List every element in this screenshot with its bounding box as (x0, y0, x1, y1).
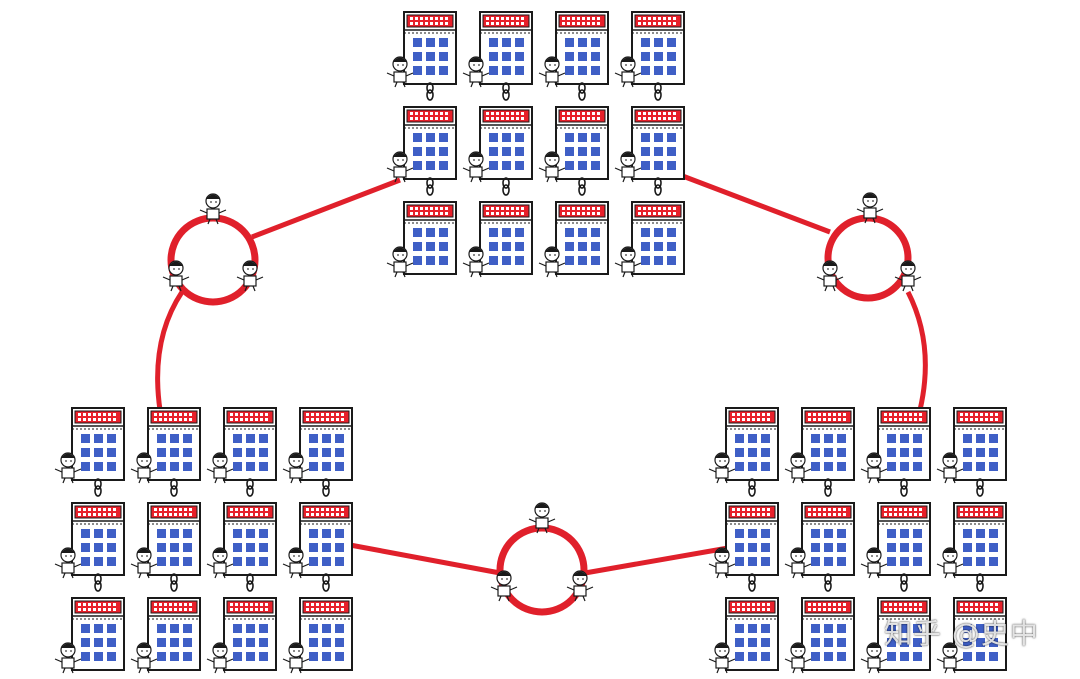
building-clusters (54, 11, 1007, 674)
right-ring (816, 192, 922, 302)
chain-link-icon (94, 478, 102, 497)
chain-link-icon (170, 478, 178, 497)
cluster-bottom-left (54, 407, 353, 674)
chain-link-icon (246, 478, 254, 497)
cluster-top (386, 11, 685, 278)
ring-icon (167, 214, 259, 306)
person-icon (162, 260, 190, 292)
chain-link-icon (578, 177, 586, 196)
chain-link-icon (322, 573, 330, 592)
bottom-ring (490, 502, 594, 616)
chain-link-icon (824, 573, 832, 592)
left-ring (162, 193, 264, 306)
ring-icon (496, 524, 588, 616)
chain-link-icon (426, 82, 434, 101)
watermark-text: 知乎 @史中 (884, 617, 1039, 650)
chain-link-icon (654, 82, 662, 101)
chain-link-icon (976, 478, 984, 497)
chain-link-icon (94, 573, 102, 592)
chain-link-icon (748, 478, 756, 497)
chain-link-icon (748, 573, 756, 592)
chain-link-icon (322, 478, 330, 497)
chain-link-icon (578, 82, 586, 101)
chain-link-icon (170, 573, 178, 592)
chain-link-icon (976, 573, 984, 592)
chain-link-icon (502, 82, 510, 101)
chain-link-icon (654, 177, 662, 196)
ring-icon (824, 214, 912, 302)
chain-link-icon (900, 478, 908, 497)
chain-link-icon (246, 573, 254, 592)
ring-connector-lines (155, 172, 928, 576)
chain-link-icon (426, 177, 434, 196)
chain-link-icon (900, 573, 908, 592)
person-icon (236, 260, 264, 292)
chain-link-icon (502, 177, 510, 196)
chain-link-icon (824, 478, 832, 497)
